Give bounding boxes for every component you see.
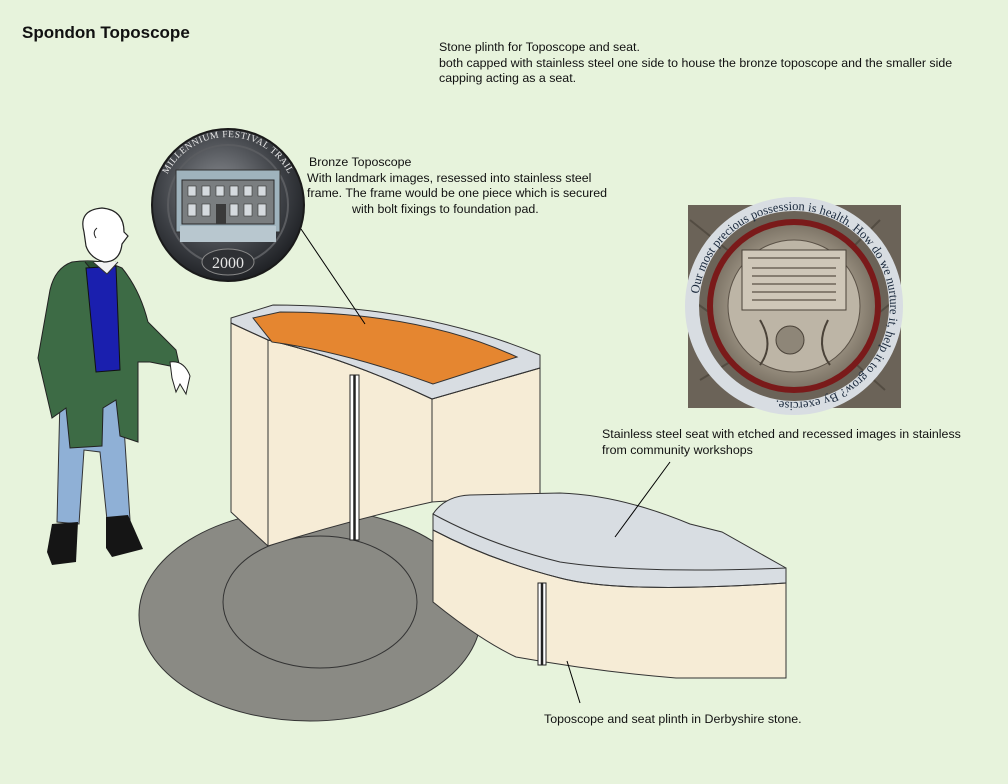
seat-note: Stainless steel seat with etched and rec… — [602, 427, 961, 458]
plinth-leader-line — [566, 660, 581, 704]
plinth-note: Toposcope and seat plinth in Derbyshire … — [544, 712, 802, 728]
seat-leader-line — [614, 461, 671, 538]
left-shoe — [47, 522, 78, 565]
human-figure — [37, 207, 191, 565]
hand — [169, 361, 191, 396]
bronze-toposcope-note: Bronze Toposcope With landmark images, r… — [307, 155, 608, 217]
bronze-note-line: frame. The frame would be one piece whic… — [307, 186, 608, 200]
medallion-year: 2000 — [212, 255, 244, 272]
head — [82, 207, 129, 263]
bronze-toposcope-top — [252, 311, 519, 385]
right-shoe — [106, 515, 143, 557]
seat-note-line: from community workshops — [602, 442, 753, 457]
bronze-note-line: Bronze Toposcope — [309, 155, 412, 169]
plinth-note-line: Toposcope and seat plinth in Derbyshire … — [544, 712, 802, 726]
paving-inner — [222, 535, 418, 669]
bronze-leader-line — [300, 228, 366, 325]
bronze-note-line: with bolt fixings to foundation pad. — [352, 201, 539, 216]
intro-note: Stone plinth for Toposcope and seat. bot… — [439, 40, 952, 87]
health-plaque: Our most precious possession is health. … — [685, 197, 903, 415]
millennium-medallion: MILLENNIUM FESTIVAL TRAIL 2000 — [151, 128, 305, 282]
intro-line: capping acting as a seat. — [439, 71, 577, 85]
page-title: Spondon Toposcope — [22, 23, 190, 42]
seat-note-line: Stainless steel seat with etched and rec… — [602, 427, 961, 441]
intro-line: Stone plinth for Toposcope and seat. — [439, 40, 640, 54]
intro-line: both capped with stainless steel one sid… — [439, 55, 953, 70]
bronze-note-line: With landmark images, resessed into stai… — [307, 170, 592, 185]
